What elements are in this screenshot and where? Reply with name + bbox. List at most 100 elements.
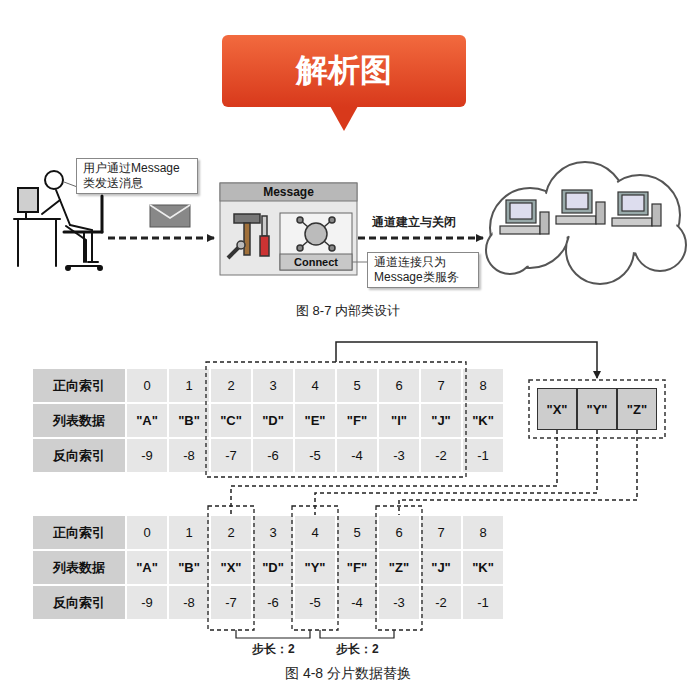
line-shape xyxy=(300,220,332,248)
node-text: "K" xyxy=(472,413,494,428)
circle-shape xyxy=(98,266,102,270)
node-text: "J" xyxy=(431,560,451,575)
connector xyxy=(399,430,637,550)
index-cell: 6 xyxy=(378,515,420,550)
step-bracket xyxy=(236,630,394,638)
node-text: 2 xyxy=(227,378,234,393)
header-cell: 反向索引 xyxy=(32,585,126,620)
connector xyxy=(231,430,557,550)
computer-icons xyxy=(500,190,661,234)
index-cell: -7 xyxy=(210,438,252,473)
node-text: 4 xyxy=(311,525,318,540)
circle-shape xyxy=(45,171,63,189)
line-shape xyxy=(25,212,27,218)
circle-shape xyxy=(66,266,70,270)
node-text: -2 xyxy=(435,595,447,610)
path-shape xyxy=(56,190,70,225)
send-arrow xyxy=(108,237,214,240)
index-cell: -4 xyxy=(336,585,378,620)
data-cell: "B" xyxy=(168,550,210,585)
index-cell: -9 xyxy=(126,585,168,620)
node-text: "A" xyxy=(136,413,158,428)
node-text: "F" xyxy=(347,413,367,428)
index-cell: 7 xyxy=(420,368,462,403)
rect-shape xyxy=(260,236,269,256)
node-text: -3 xyxy=(393,448,405,463)
node-text: -6 xyxy=(267,595,279,610)
path-shape xyxy=(88,261,98,263)
circle-shape xyxy=(305,223,327,245)
column-frame xyxy=(376,506,422,630)
data-cell: "F" xyxy=(336,403,378,438)
rect-shape xyxy=(506,200,536,223)
line-shape xyxy=(300,220,332,248)
title-banner: 解析图 xyxy=(222,35,466,107)
index-cell: 0 xyxy=(126,368,168,403)
node-text: -5 xyxy=(309,595,321,610)
circle-shape xyxy=(329,217,335,223)
data-cell: "J" xyxy=(420,550,462,585)
data-cell: "Z" xyxy=(378,550,420,585)
index-cell: 3 xyxy=(252,515,294,550)
value-cell: "Y" xyxy=(577,388,617,430)
callout-box: 通道连接只为Message类服务 xyxy=(367,252,479,288)
node-text: -9 xyxy=(141,448,153,463)
class-box: MessageConnect xyxy=(220,183,357,275)
header-cell: 反向索引 xyxy=(32,438,126,473)
node-text: "D" xyxy=(262,560,284,575)
index-cell: -6 xyxy=(252,585,294,620)
column-frame xyxy=(208,506,254,630)
header-cell: 列表数据 xyxy=(32,550,126,585)
index-cell: 4 xyxy=(294,515,336,550)
slice-frame xyxy=(206,362,466,477)
node-text: "Z" xyxy=(627,402,647,417)
g-shape xyxy=(206,362,466,630)
node-text: -5 xyxy=(309,448,321,463)
index-cell: 0 xyxy=(126,515,168,550)
node-text: 3 xyxy=(269,525,276,540)
node-text: "A" xyxy=(136,560,158,575)
index-cell: -8 xyxy=(168,585,210,620)
line-shape xyxy=(17,219,19,266)
data-cell: "I" xyxy=(378,403,420,438)
node-text: Connect xyxy=(280,254,352,270)
step-label: 步长：2 xyxy=(336,641,379,658)
node-text: 反向索引 xyxy=(53,594,105,612)
index-cell: 6 xyxy=(378,368,420,403)
node-text: 6 xyxy=(395,378,402,393)
callout-box: 用户通过Message类发送消息 xyxy=(76,158,198,194)
node-text: 通道连接只为Message类服务 xyxy=(374,255,472,285)
node-text: 用户通过Message类发送消息 xyxy=(83,161,191,191)
data-cell: "Y" xyxy=(294,550,336,585)
value-cell: "Z" xyxy=(617,388,657,430)
node-text: 8 xyxy=(479,378,486,393)
index-cell: -7 xyxy=(210,585,252,620)
node-text: 5 xyxy=(353,525,360,540)
rect-shape xyxy=(244,223,250,255)
inner-class-box: Connect xyxy=(280,213,352,270)
index-cell: 8 xyxy=(462,515,504,550)
index-cell: -9 xyxy=(126,438,168,473)
value-cell: "X" xyxy=(537,388,577,430)
path-shape xyxy=(236,630,310,638)
rect-shape xyxy=(540,212,549,234)
g-shape xyxy=(486,162,686,284)
path-shape xyxy=(42,200,60,214)
line-shape xyxy=(14,218,60,220)
node-text: 列表数据 xyxy=(53,559,105,577)
index-cell: -4 xyxy=(336,438,378,473)
node-text: "X" xyxy=(547,402,568,417)
node-text: 7 xyxy=(437,525,444,540)
data-cell: "A" xyxy=(126,550,168,585)
node-text: -1 xyxy=(477,595,489,610)
node-text: "I" xyxy=(391,413,407,428)
node-text: 列表数据 xyxy=(53,412,105,430)
connect-icon xyxy=(297,217,335,251)
node-text: -7 xyxy=(225,448,237,463)
figure-caption: 图 4-8 分片数据替换 xyxy=(285,665,411,683)
rect-shape xyxy=(280,254,352,270)
connector xyxy=(352,262,367,263)
node-text: -3 xyxy=(393,595,405,610)
header-cell: 正向索引 xyxy=(32,515,126,550)
rect-shape xyxy=(280,213,352,270)
